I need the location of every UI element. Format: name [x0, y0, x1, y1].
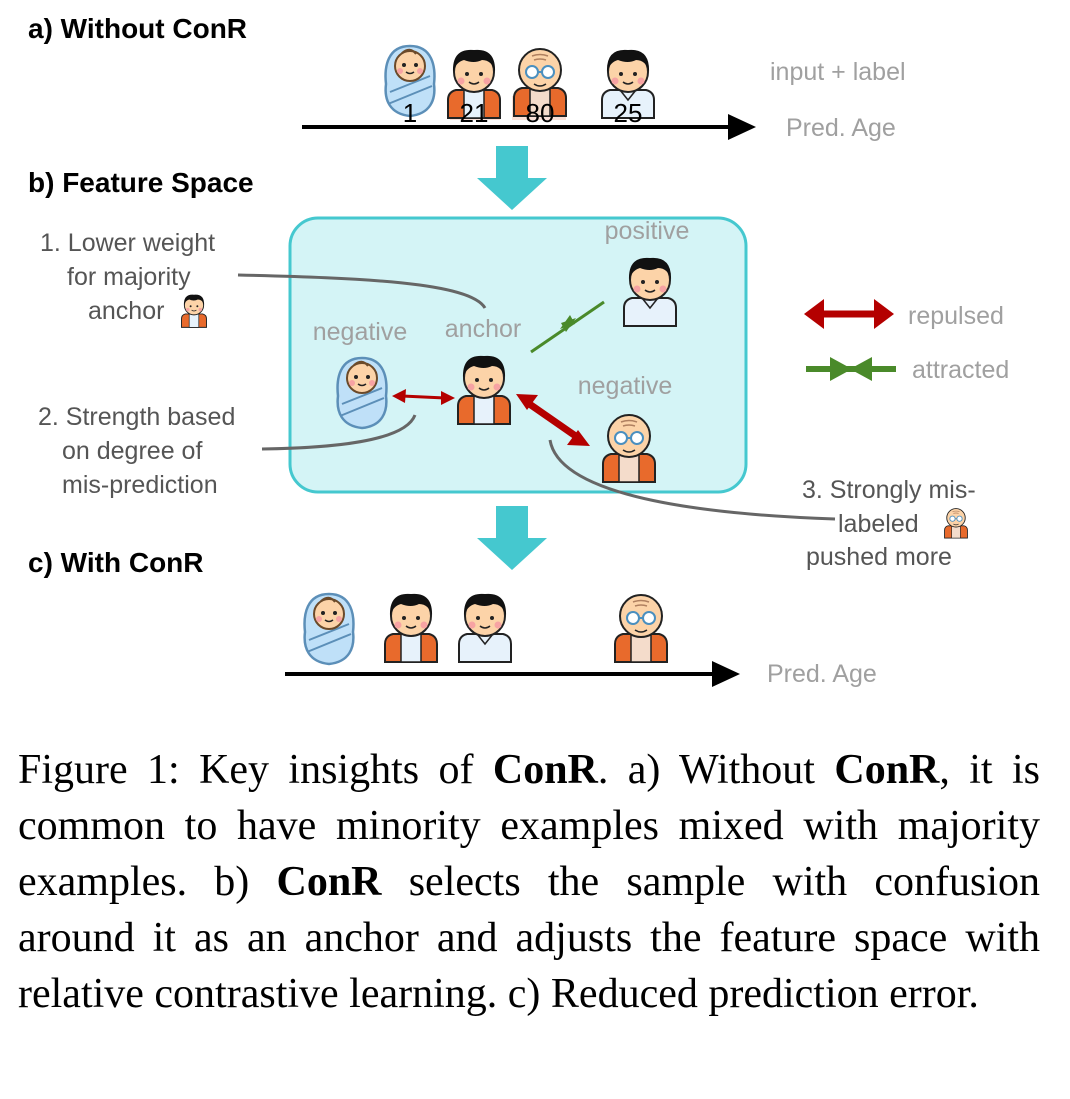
repulse-arrow-large-icon: [516, 394, 590, 446]
top-axis: [302, 114, 756, 140]
note3-line: pushed more: [806, 543, 952, 571]
note3: 3. Strongly mis- labeled pushed more: [802, 476, 976, 571]
panel-b-title: b) Feature Space: [28, 167, 254, 198]
repulse-arrow-small-icon: [392, 389, 455, 405]
age-label: 25: [614, 98, 643, 128]
small-old-man-icon: [944, 508, 968, 539]
note3-connector: [548, 439, 836, 521]
note1: 1. Lower weight for majority anchor: [40, 229, 215, 328]
figure-diagram: a) Without ConR b) Feature Space c) With…: [28, 13, 1009, 688]
age-label: 1: [403, 98, 417, 128]
note1-line: 1. Lower weight: [40, 229, 215, 257]
note2-line: mis-prediction: [62, 471, 218, 499]
top-row-characters: [384, 44, 655, 120]
positive-label: positive: [605, 217, 690, 245]
figure-caption: Figure 1: Key insights of ConR. a) Witho…: [18, 742, 1040, 1022]
negative-right-label: negative: [578, 372, 673, 400]
small-anchor-person-icon: [181, 294, 207, 328]
note1-connector: [237, 273, 487, 309]
bottom-row-characters: [303, 592, 668, 666]
legend-repulsed-label: repulsed: [908, 302, 1004, 330]
age-label: 80: [526, 98, 555, 128]
man-orange-icon: [384, 592, 438, 663]
bottom-axis-label: Pred. Age: [767, 660, 877, 688]
caption-text: Figure 1: Key insights of: [18, 747, 493, 793]
flow-arrow-down-icon: [477, 146, 547, 210]
note2: 2. Strength based on degree of mis-predi…: [38, 403, 235, 499]
age-label: 21: [460, 98, 489, 128]
baby-icon: [303, 592, 355, 666]
note3-line: 3. Strongly mis-: [802, 476, 976, 504]
negative-left-label: negative: [313, 318, 408, 346]
attract-arrow-icon: [530, 300, 605, 354]
flow-arrow-down-icon: [477, 506, 547, 570]
caption-bold-conr: ConR: [834, 747, 940, 793]
note3-line: labeled: [838, 510, 919, 538]
man-light-icon: [458, 592, 512, 663]
top-axis-label: Pred. Age: [786, 114, 896, 142]
old-man-icon: [614, 594, 668, 663]
legend-attracted-icon: [806, 357, 896, 381]
negative-baby-icon: [336, 356, 388, 430]
bottom-axis: [285, 661, 740, 687]
caption-text: , it is common to have minority examples…: [18, 747, 1040, 905]
note1-line: for majority: [67, 263, 191, 291]
caption-bold-conr: ConR: [492, 747, 598, 793]
feature-space-box: [288, 216, 748, 494]
input-label-text: input + label: [770, 58, 906, 86]
legend-repulsed-icon: [804, 299, 894, 329]
caption-text: . a) Without: [597, 747, 835, 793]
note2-line: on degree of: [62, 437, 202, 465]
legend-attracted-label: attracted: [912, 356, 1009, 384]
caption-bold-conr: ConR: [276, 859, 382, 905]
note1-line: anchor: [88, 297, 164, 325]
note2-connector: [261, 414, 417, 451]
anchor-label: anchor: [445, 315, 521, 343]
caption-text: selects the sample with confusion around…: [18, 859, 1041, 1017]
panel-c-title: c) With ConR: [28, 547, 204, 578]
panel-a-title: a) Without ConR: [28, 13, 247, 44]
note2-line: 2. Strength based: [38, 403, 235, 431]
